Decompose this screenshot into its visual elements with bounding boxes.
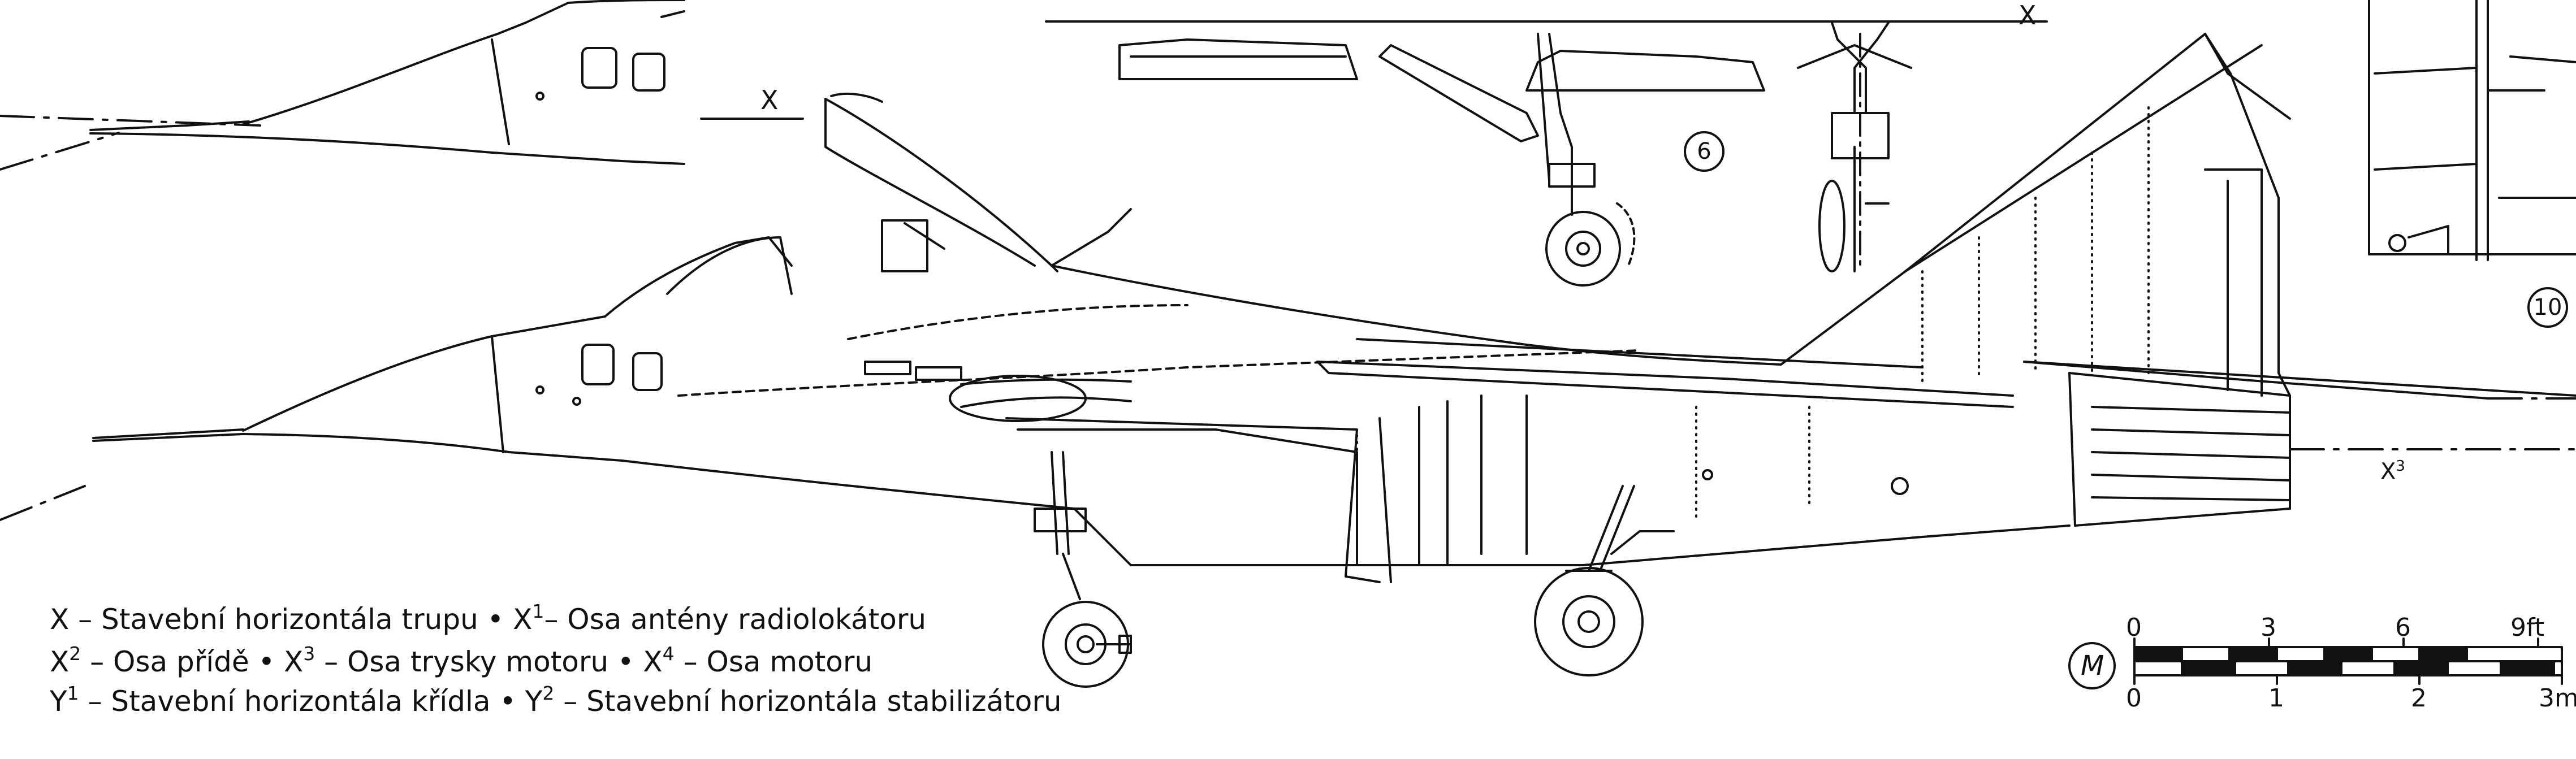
legend-3-text-a: Y	[50, 685, 67, 718]
legend-3-sup-b: 2	[542, 682, 555, 704]
scale-m-tick-1: 1	[2268, 684, 2284, 713]
tail-detail-top-right	[2368, 0, 2576, 261]
legend-2-text-a: X	[50, 645, 70, 678]
detail-number-10: 10	[2527, 287, 2568, 328]
publisher-logo	[2068, 642, 2116, 689]
main-landing-gear	[1534, 485, 1675, 676]
legend-line-1: X – Stavební horizontála trupu • X1– Osa…	[50, 602, 926, 634]
legend-2-text-b: – Osa přídě • X	[81, 645, 304, 678]
scale-ft-tick-3: 3	[2261, 613, 2276, 642]
axis-label-x-left: X	[760, 85, 779, 115]
scale-m-tick-2: 2	[2411, 684, 2427, 713]
legend-1-text-b: – Osa antény radiolokátoru	[544, 603, 927, 636]
legend-1-sup: 1	[532, 600, 544, 622]
gear-door-details	[1045, 20, 2048, 287]
legend-1-text-a: X – Stavební horizontála trupu • X	[50, 603, 533, 636]
legend-line-3: Y1 – Stavební horizontála křídla • Y2 – …	[50, 684, 1062, 715]
legend-2-sup-a: 2	[69, 643, 81, 665]
detail-number-6: 6	[1684, 131, 1724, 172]
scale-m-tick-0: 0	[2126, 684, 2142, 713]
legend-3-text-c: – Stavební horizontála stabilizátoru	[554, 685, 1062, 718]
nose-detail-top-left	[0, 0, 804, 171]
legend-2-sup-b: 3	[303, 643, 315, 665]
scale-ft-tick-6: 6	[2395, 613, 2411, 642]
legend-2-sup-c: 4	[662, 643, 675, 665]
nose-landing-gear	[1034, 451, 1132, 688]
scale-ft-tick-0: 0	[2126, 613, 2142, 642]
fuselage-side-view	[0, 33, 2576, 583]
logo-letter: M	[2081, 650, 2104, 682]
scale-ft-tick-9: 9ft	[2510, 613, 2544, 642]
axis-label-x3-sup: 3	[2396, 458, 2405, 475]
axis-label-x3: X3	[2380, 458, 2405, 484]
legend-3-text-b: – Stavební horizontála křídla • Y	[79, 685, 543, 718]
legend-2-text-d: – Osa motoru	[674, 645, 873, 678]
legend-line-2: X2 – Osa přídě • X3 – Osa trysky motoru …	[50, 644, 872, 676]
legend-2-text-c: – Osa trysky motoru • X	[315, 645, 663, 678]
scale-m-tick-3: 3m	[2539, 684, 2576, 713]
axis-label-x-right: X	[2019, 0, 2037, 31]
axis-label-x3-base: X	[2380, 458, 2396, 485]
legend-3-sup-a: 1	[67, 682, 79, 704]
scale-bar	[2133, 637, 2563, 685]
